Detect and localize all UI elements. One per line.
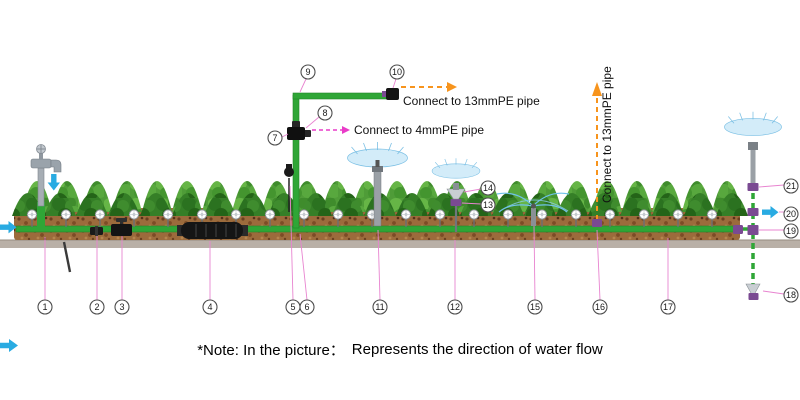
anchor-stake xyxy=(62,241,72,273)
svg-text:19: 19 xyxy=(786,226,796,236)
pe-4mm-callout: Connect to 4mmPE pipe xyxy=(312,123,484,137)
callout-17: 17 xyxy=(660,299,676,315)
svg-text:8: 8 xyxy=(322,108,327,118)
svg-text:4: 4 xyxy=(207,302,212,312)
svg-text:12: 12 xyxy=(450,302,460,312)
right-assembly xyxy=(724,111,782,300)
riser-pipe xyxy=(292,92,393,229)
stake-dripper xyxy=(284,164,294,212)
svg-text:18: 18 xyxy=(786,290,796,300)
svg-text:3: 3 xyxy=(119,302,124,312)
right-arrow-icon xyxy=(447,82,457,92)
up-arrow-icon xyxy=(592,82,602,96)
callout-14: 14 xyxy=(480,180,496,196)
callout-7: 7 xyxy=(267,130,283,146)
svg-text:5: 5 xyxy=(290,302,295,312)
callout-20: 20 xyxy=(783,206,799,222)
popup-sprinkler xyxy=(347,141,408,227)
svg-text:14: 14 xyxy=(483,183,493,193)
pe-13mm-top-callout: Connect to 13mmPE pipe xyxy=(401,82,540,108)
callout-3: 3 xyxy=(114,299,130,315)
leader-lines xyxy=(44,78,785,301)
rotary-sprinkler xyxy=(496,192,570,226)
svg-text:16: 16 xyxy=(595,302,605,312)
water-flow-arrow-icon xyxy=(0,339,18,352)
callout-5: 5 xyxy=(285,299,301,315)
callout-2: 2 xyxy=(89,299,105,315)
note-suffix: Represents the direction of water flow xyxy=(351,341,603,358)
callout-6: 6 xyxy=(299,299,315,315)
riser-valve xyxy=(287,121,311,140)
callout-9: 9 xyxy=(300,64,316,80)
note-line: *Note: In the picture： Represents the di… xyxy=(0,339,800,360)
callout-16: 16 xyxy=(592,299,608,315)
inline-filter xyxy=(177,222,248,239)
callout-21: 21 xyxy=(783,178,799,194)
faucet-icon xyxy=(30,144,62,228)
callout-10: 10 xyxy=(389,64,405,80)
annotation-connect-13mm-top: Connect to 13mmPE pipe xyxy=(403,94,540,108)
svg-text:13: 13 xyxy=(483,200,493,210)
callout-1: 1 xyxy=(37,299,53,315)
callout-8: 8 xyxy=(317,105,333,121)
right-arrow-icon xyxy=(342,126,350,134)
svg-text:7: 7 xyxy=(272,133,277,143)
pipe-coupler xyxy=(90,226,103,236)
water-flow-arrow-icon xyxy=(762,206,779,219)
annotation-connect-13mm-riser: Connect to 13mmPE pipe xyxy=(600,66,614,203)
callout-12: 12 xyxy=(447,299,463,315)
svg-text:10: 10 xyxy=(392,67,402,77)
svg-text:2: 2 xyxy=(94,302,99,312)
water-flow-arrow-icon xyxy=(47,174,60,191)
inline-valve xyxy=(111,218,132,236)
callout-11: 11 xyxy=(372,299,388,315)
callout-15: 15 xyxy=(527,299,543,315)
svg-text:9: 9 xyxy=(305,67,310,77)
svg-text:21: 21 xyxy=(786,181,796,191)
pe-riser-connection xyxy=(592,82,602,227)
svg-text:11: 11 xyxy=(375,302,384,312)
callout-19: 19 xyxy=(783,223,799,239)
pipe-end-adapter xyxy=(382,88,399,100)
callout-13: 13 xyxy=(480,197,496,213)
note-prefix: *Note: In the picture： xyxy=(197,342,345,359)
svg-text:15: 15 xyxy=(530,302,540,312)
svg-text:6: 6 xyxy=(304,302,309,312)
svg-text:1: 1 xyxy=(42,302,47,312)
ground-strip xyxy=(0,240,800,248)
callout-18: 18 xyxy=(783,287,799,303)
micro-sprinkler-assembly xyxy=(431,157,481,232)
svg-text:20: 20 xyxy=(786,209,796,219)
callout-4: 4 xyxy=(202,299,218,315)
annotation-connect-4mm: Connect to 4mmPE pipe xyxy=(354,123,484,137)
svg-text:17: 17 xyxy=(663,302,673,312)
